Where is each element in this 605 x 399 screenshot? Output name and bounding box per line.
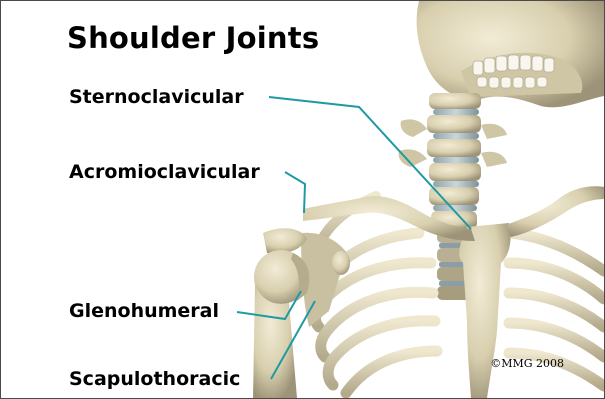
skull xyxy=(417,1,604,107)
label-sternoclavicular: Sternoclavicular xyxy=(69,86,244,108)
label-glenohumeral: Glenohumeral xyxy=(69,300,219,322)
sternum xyxy=(459,223,510,398)
humerus xyxy=(253,228,309,398)
leader-line-acromioclavicular xyxy=(285,172,305,213)
diagram-title: Shoulder Joints xyxy=(67,21,319,55)
label-scapulothoracic: Scapulothoracic xyxy=(69,368,240,390)
label-acromioclavicular: Acromioclavicular xyxy=(69,161,260,183)
copyright-notice: ©MMG 2008 xyxy=(490,357,564,370)
